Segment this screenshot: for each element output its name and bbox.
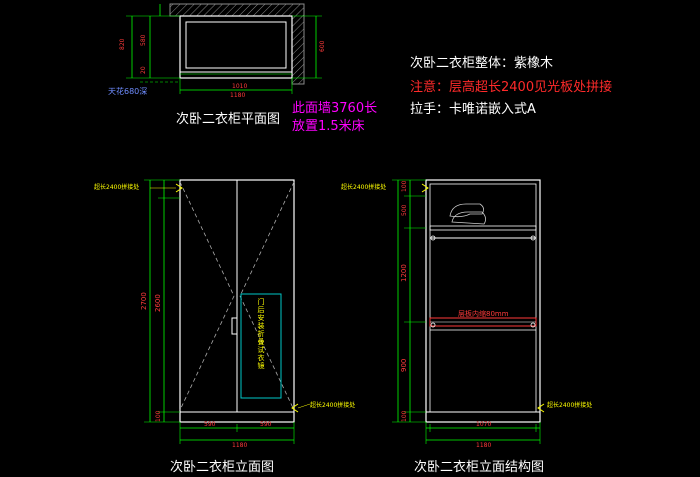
splice-bottom-front-label: 超长2400拼接处 (310, 402, 356, 409)
svg-text:2600: 2600 (154, 294, 162, 312)
ceiling-depth-label: 天花680深 (108, 87, 148, 96)
mirror-box (240, 293, 282, 399)
svg-text:1010: 1010 (232, 83, 247, 90)
svg-text:580: 580 (140, 34, 147, 46)
svg-text:820: 820 (119, 38, 126, 50)
front-elevation: 2700 2600 100 590 590 1180 (140, 179, 311, 449)
plan-view: 820 580 20 600 1010 1180 (119, 3, 326, 99)
splice-top-front-label: 超长2400拼接处 (94, 184, 140, 191)
warning-note: 注意：层高超长2400见光板处拼接 (410, 80, 613, 95)
svg-text:590: 590 (260, 421, 272, 428)
plan-cabinet-outer (179, 15, 293, 79)
splice-top-struct-label: 超长2400拼接处 (341, 184, 387, 191)
splice-bottom-struct-label: 超长2400拼接处 (547, 402, 593, 409)
wall-note-line2: 放置1.5米床 (292, 119, 365, 134)
svg-text:500: 500 (401, 204, 408, 216)
svg-text:100: 100 (401, 410, 408, 422)
wall-note: 此面墙3760长 放置1.5米床 (292, 100, 377, 136)
svg-text:600: 600 (319, 40, 326, 52)
svg-text:100: 100 (401, 180, 408, 192)
struct-cabinet-inner (429, 183, 537, 413)
svg-text:900: 900 (400, 359, 408, 372)
shelf-note: 层板内缩80mm (458, 310, 509, 318)
structure-elevation: 100 500 1200 900 100 1070 1180 (392, 179, 545, 449)
plan-cabinet-inner (185, 21, 287, 69)
handle-note: 拉手：卡唯诺嵌入式A (410, 102, 536, 117)
structure-elevation-title: 次卧二衣柜立面结构图 (414, 460, 545, 475)
front-handle (231, 317, 238, 335)
wall-note-line1: 此面墙3760长 (292, 101, 378, 116)
svg-text:1180: 1180 (232, 442, 247, 449)
svg-text:1180: 1180 (476, 442, 491, 449)
svg-text:1200: 1200 (400, 264, 408, 282)
front-elevation-title: 次卧二衣柜立面图 (170, 460, 275, 475)
svg-text:100: 100 (155, 410, 162, 422)
material-note: 次卧二衣柜整体：紫橡木 (410, 56, 554, 71)
svg-text:1180: 1180 (230, 92, 245, 99)
svg-text:590: 590 (204, 421, 216, 428)
svg-text:1070: 1070 (476, 421, 491, 428)
svg-text:20: 20 (140, 66, 147, 74)
svg-text:2700: 2700 (140, 292, 148, 310)
plan-view-title: 次卧二衣柜平面图 (176, 112, 281, 127)
struct-cabinet-outer (425, 179, 541, 423)
mirror-note: 门后安装折叠试衣镜 (257, 298, 265, 370)
